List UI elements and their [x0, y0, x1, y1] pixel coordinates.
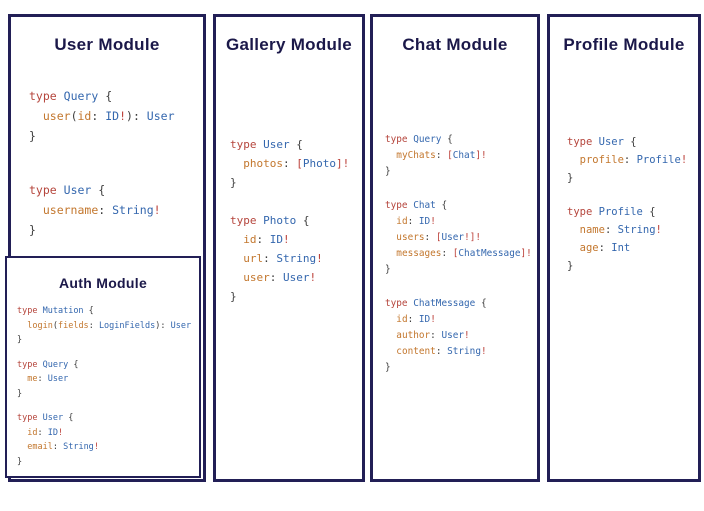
code-line: }: [385, 166, 391, 177]
code-line: username: String!: [42, 203, 161, 217]
code-line: age: Int: [579, 242, 631, 254]
code-block: type Profile { name: String! age: Int}: [567, 203, 698, 275]
code-line: type User {: [230, 138, 303, 151]
code-block: type Photo { id: ID! url: String! user: …: [230, 211, 362, 306]
code-line: }: [29, 223, 36, 237]
code-line: content: String!: [396, 346, 487, 357]
code-line: type Profile {: [567, 206, 656, 218]
code-line: photos: [Photo]!: [243, 157, 350, 170]
code-line: }: [385, 264, 391, 275]
code-line: type User {: [567, 136, 637, 148]
code-line: type Mutation {: [17, 306, 94, 316]
code-line: me: User: [27, 374, 69, 384]
code-area-profile-module: type User { profile: Profile!}type Profi…: [550, 133, 698, 275]
code-line: type Query {: [17, 359, 79, 370]
panel-title-chat-module: Chat Module: [402, 35, 508, 54]
code-line: id: ID!: [27, 427, 64, 438]
panel-profile-module: Profile Module type User { profile: Prof…: [547, 14, 701, 482]
panel-chat-module: Chat Module type Query { myChats: [Chat]…: [370, 14, 540, 482]
code-line: author: User!: [396, 330, 470, 341]
code-line: user: User!: [243, 271, 317, 284]
code-line: myChats: [Chat]!: [396, 150, 487, 161]
code-line: users: [User!]!: [396, 232, 481, 243]
code-line: id: ID!: [396, 314, 436, 325]
code-line: type User {: [17, 413, 74, 423]
code-line: type Query {: [385, 134, 453, 145]
code-line: }: [17, 335, 23, 345]
panel-title-auth-module: Auth Module: [58, 275, 148, 291]
code-block: type Query { user(id: ID!): User}: [29, 86, 203, 146]
code-line: email: String!: [27, 442, 99, 452]
code-line: type ChatMessage {: [385, 298, 487, 309]
panel-title-profile-module: Profile Module: [563, 35, 685, 54]
code-block: type Mutation { login(fields: LoginField…: [17, 304, 199, 348]
panel-title-gallery-module: Gallery Module: [225, 35, 353, 54]
code-block: type ChatMessage { id: ID! author: User!…: [385, 296, 537, 376]
code-area-chat-module: type Query { myChats: [Chat]!}type Chat …: [373, 132, 537, 376]
code-line: profile: Profile!: [579, 154, 688, 166]
code-line: }: [17, 456, 23, 467]
code-line: name: String!: [579, 224, 662, 236]
panel-auth-module: Auth Module type Mutation { login(fields…: [5, 256, 201, 478]
code-line: }: [567, 172, 574, 184]
code-block: type User { photos: [Photo]!}: [230, 135, 362, 192]
code-line: }: [29, 129, 36, 143]
code-line: messages: [ChatMessage]!: [396, 248, 532, 259]
code-line: }: [230, 176, 237, 189]
code-line: id: ID!: [243, 233, 290, 246]
code-line: type User {: [29, 183, 106, 197]
code-area-auth-module: type Mutation { login(fields: LoginField…: [7, 304, 199, 469]
code-block: type Query { me: User}: [17, 358, 199, 402]
code-line: }: [230, 290, 237, 303]
code-line: url: String!: [243, 252, 323, 265]
code-area-user-module: type Query { user(id: ID!): User}type Us…: [11, 86, 203, 240]
panel-user-module: User Module type Query { user(id: ID!): …: [5, 14, 206, 482]
panel-gallery-module: Gallery Module type User { photos: [Phot…: [213, 14, 365, 482]
panel-title-user-module: User Module: [54, 35, 160, 54]
code-block: type User { profile: Profile!}: [567, 133, 698, 187]
code-line: id: ID!: [396, 216, 436, 227]
code-line: }: [17, 388, 23, 399]
code-block: type User { username: String!}: [29, 180, 203, 240]
code-line: login(fields: LoginFields): User: [27, 320, 192, 331]
code-line: type Chat {: [385, 200, 448, 211]
code-block: type User { id: ID! email: String!}: [17, 411, 199, 469]
code-line: }: [567, 260, 574, 272]
code-block: type Chat { id: ID! users: [User!]! mess…: [385, 198, 537, 278]
code-line: }: [385, 362, 391, 373]
code-block: type Query { myChats: [Chat]!}: [385, 132, 537, 180]
code-line: type Photo {: [230, 214, 310, 227]
code-line: user(id: ID!): User: [42, 109, 175, 123]
code-line: type Query {: [29, 89, 113, 103]
code-area-gallery-module: type User { photos: [Photo]!}type Photo …: [216, 135, 362, 306]
